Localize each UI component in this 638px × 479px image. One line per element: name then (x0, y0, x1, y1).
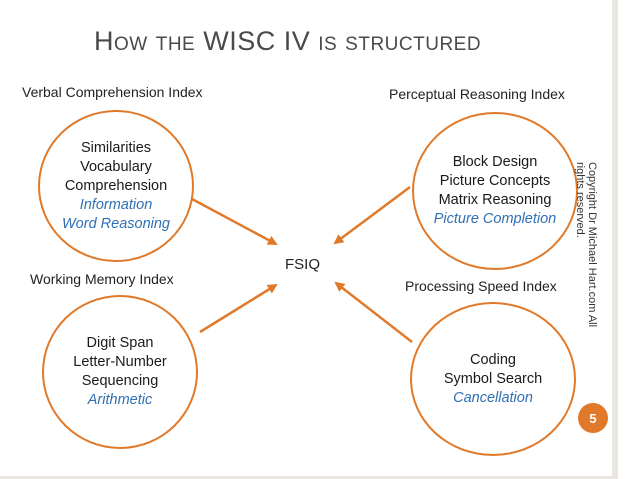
supplemental-cancellation: Cancellation (453, 389, 533, 406)
processing-speed-circle: Coding Symbol Search Cancellation (410, 302, 576, 456)
bottom-border-rule (0, 476, 612, 479)
processing-speed-index-label: Processing Speed Index (405, 278, 557, 294)
subtest-comprehension: Comprehension (64, 177, 168, 194)
arrow-processing-speed-to-fsiq (334, 281, 413, 343)
subtest-digit-span: Digit Span (86, 335, 154, 351)
subtest-matrix-reasoning: Matrix Reasoning (438, 192, 552, 208)
arrow-perceptual-to-fsiq (333, 185, 411, 245)
verbal-comprehension-index-label: Verbal Comprehension Index (22, 84, 203, 100)
supplemental-picture-completion: Picture Completion (433, 211, 557, 227)
right-border-rule (612, 0, 618, 479)
fsiq-label: FSIQ (285, 256, 321, 273)
subtest-coding: Coding (470, 351, 516, 368)
subtest-symbol-search: Symbol Search (443, 370, 543, 387)
subtest-vocabulary: Vocabulary (80, 158, 152, 175)
perceptual-reasoning-circle: Block Design Picture Concepts Matrix Rea… (412, 112, 578, 270)
perceptual-reasoning-index-label: Perceptual Reasoning Index (389, 86, 565, 102)
arrow-verbal-to-fsiq (191, 197, 278, 246)
verbal-comprehension-circle: Similarities Vocabulary Comprehension In… (38, 110, 194, 262)
supplemental-arithmetic: Arithmetic (87, 392, 153, 408)
supplemental-information: Information (79, 196, 153, 213)
working-memory-circle: Digit Span Letter-Number Sequencing Arit… (42, 295, 198, 449)
slide-title: How the WISC IV is structured (94, 26, 482, 56)
subtest-block-design: Block Design (452, 154, 538, 170)
working-memory-index-label: Working Memory Index (30, 271, 174, 287)
subtest-letter-number: Letter-Number (73, 354, 167, 370)
subtest-similarities: Similarities (80, 139, 152, 156)
arrow-working-memory-to-fsiq (199, 283, 278, 334)
copyright-text: Copyright Dr Michael Hart.com All rights… (574, 162, 598, 328)
subtest-picture-concepts: Picture Concepts (439, 173, 551, 189)
supplemental-word-reasoning: Word Reasoning (62, 215, 170, 232)
subtest-sequencing: Sequencing (81, 373, 159, 389)
page-number-badge: 5 (578, 403, 608, 433)
